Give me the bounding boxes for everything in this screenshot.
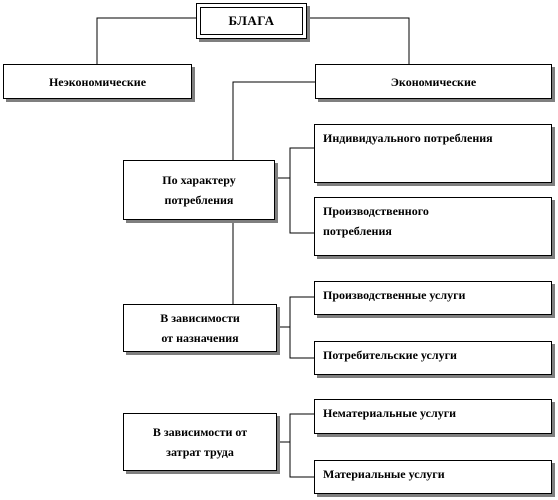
- group-label-line: потребления: [164, 193, 234, 207]
- connector-group2-children: [289, 296, 314, 359]
- root-label: БЛАГА: [228, 13, 275, 28]
- leaf-label-line: Нематериальные услуги: [323, 406, 457, 420]
- category-noneconomic-node: Неэкономические: [3, 64, 192, 99]
- category-economic-node: Экономические: [315, 64, 552, 99]
- leaf-intangible-services: Нематериальные услуги: [314, 399, 552, 434]
- leaf-label-line: Материальные услуги: [323, 467, 445, 481]
- leaf-production-consumption: Производственного потребления: [314, 197, 552, 256]
- group-label-line: По характеру: [162, 173, 236, 187]
- connector-economic-groups: [232, 81, 315, 304]
- category-noneconomic-label: Неэкономические: [48, 74, 147, 89]
- leaf-consumer-services: Потребительские услуги: [314, 341, 552, 375]
- connector-group1-children: [289, 147, 314, 234]
- root-node: БЛАГА: [196, 3, 307, 39]
- leaf-production-services: Производственные услуги: [314, 281, 552, 315]
- group-label-line: В зависимости: [160, 311, 240, 325]
- connector-root-noneconomic: [96, 17, 196, 64]
- category-economic-label: Экономические: [390, 74, 477, 89]
- leaf-label-line: потребления: [323, 224, 392, 238]
- connector-root-economic: [307, 17, 410, 64]
- leaf-label-line: Индивидуального потребления: [323, 131, 493, 145]
- group-by-consumption-node: По характеру потребления: [123, 160, 275, 220]
- group-by-purpose-node: В зависимости от назначения: [123, 304, 277, 352]
- leaf-material-services: Материальные услуги: [314, 460, 552, 494]
- leaf-label-line: Производственного: [323, 204, 429, 218]
- group-label-line: затрат труда: [166, 445, 234, 459]
- group-by-labor-costs-node: В зависимости от затрат труда: [123, 413, 277, 471]
- connector-group3-children: [289, 413, 314, 478]
- leaf-label-line: Потребительские услуги: [323, 348, 457, 362]
- leaf-label-line: Производственные услуги: [323, 288, 466, 302]
- group-label-line: В зависимости от: [152, 425, 248, 439]
- leaf-individual-consumption: Индивидуального потребления: [314, 124, 552, 183]
- group-label-line: от назначения: [161, 331, 239, 345]
